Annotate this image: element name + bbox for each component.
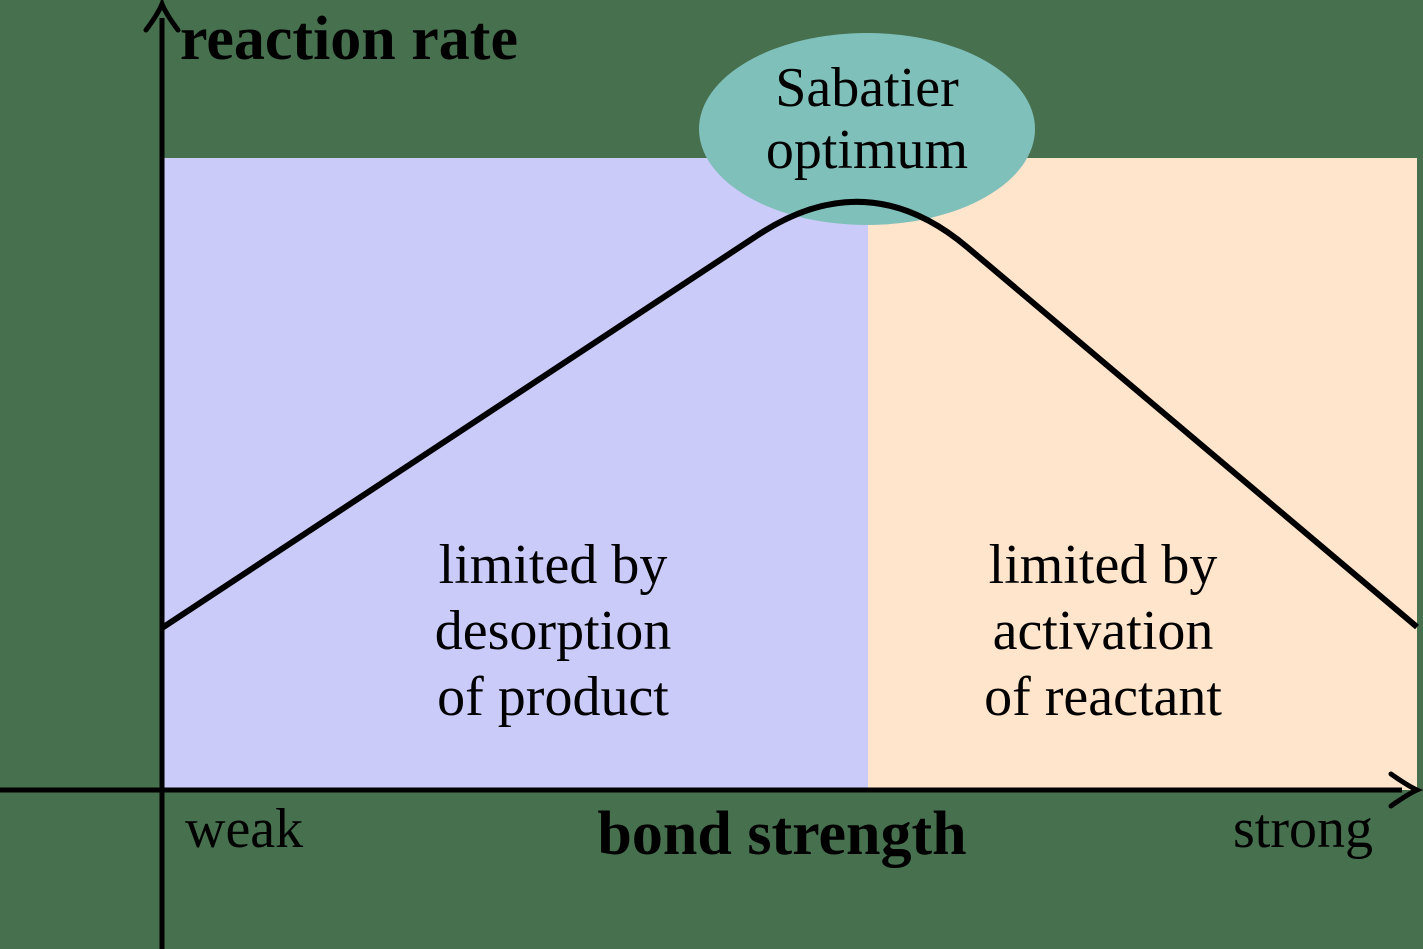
x-axis-weak-label: weak xyxy=(185,798,304,860)
y-axis-arrow-icon xyxy=(143,0,181,33)
sabatier-optimum-ellipse xyxy=(699,33,1035,225)
activation-region-label-line2: activation xyxy=(992,600,1214,662)
desorption-limited-region xyxy=(162,158,868,790)
y-axis-title: reaction rate xyxy=(180,5,518,73)
sabatier-optimum-label-line1: Sabatier xyxy=(775,57,959,119)
activation-region-label: limited by activation of reactant xyxy=(803,532,1403,730)
activation-region-label-line1: limited by xyxy=(988,534,1218,596)
desorption-region-label-line3: of product xyxy=(437,666,669,728)
x-axis-title: bond strength xyxy=(597,800,967,868)
desorption-region-label-line1: limited by xyxy=(438,534,668,596)
x-axis-arrow-icon xyxy=(1388,771,1423,809)
desorption-region-label: limited by desorption of product xyxy=(253,532,853,730)
sabatier-optimum-label: Sabatier optimum xyxy=(617,57,1117,181)
sabatier-optimum-label-line2: optimum xyxy=(765,119,969,181)
volcano-curve xyxy=(160,198,1419,631)
desorption-region-label-line2: desorption xyxy=(434,600,672,662)
activation-limited-region xyxy=(868,158,1417,790)
activation-region-label-line3: of reactant xyxy=(984,666,1222,728)
x-axis-strong-label: strong xyxy=(1233,798,1373,860)
